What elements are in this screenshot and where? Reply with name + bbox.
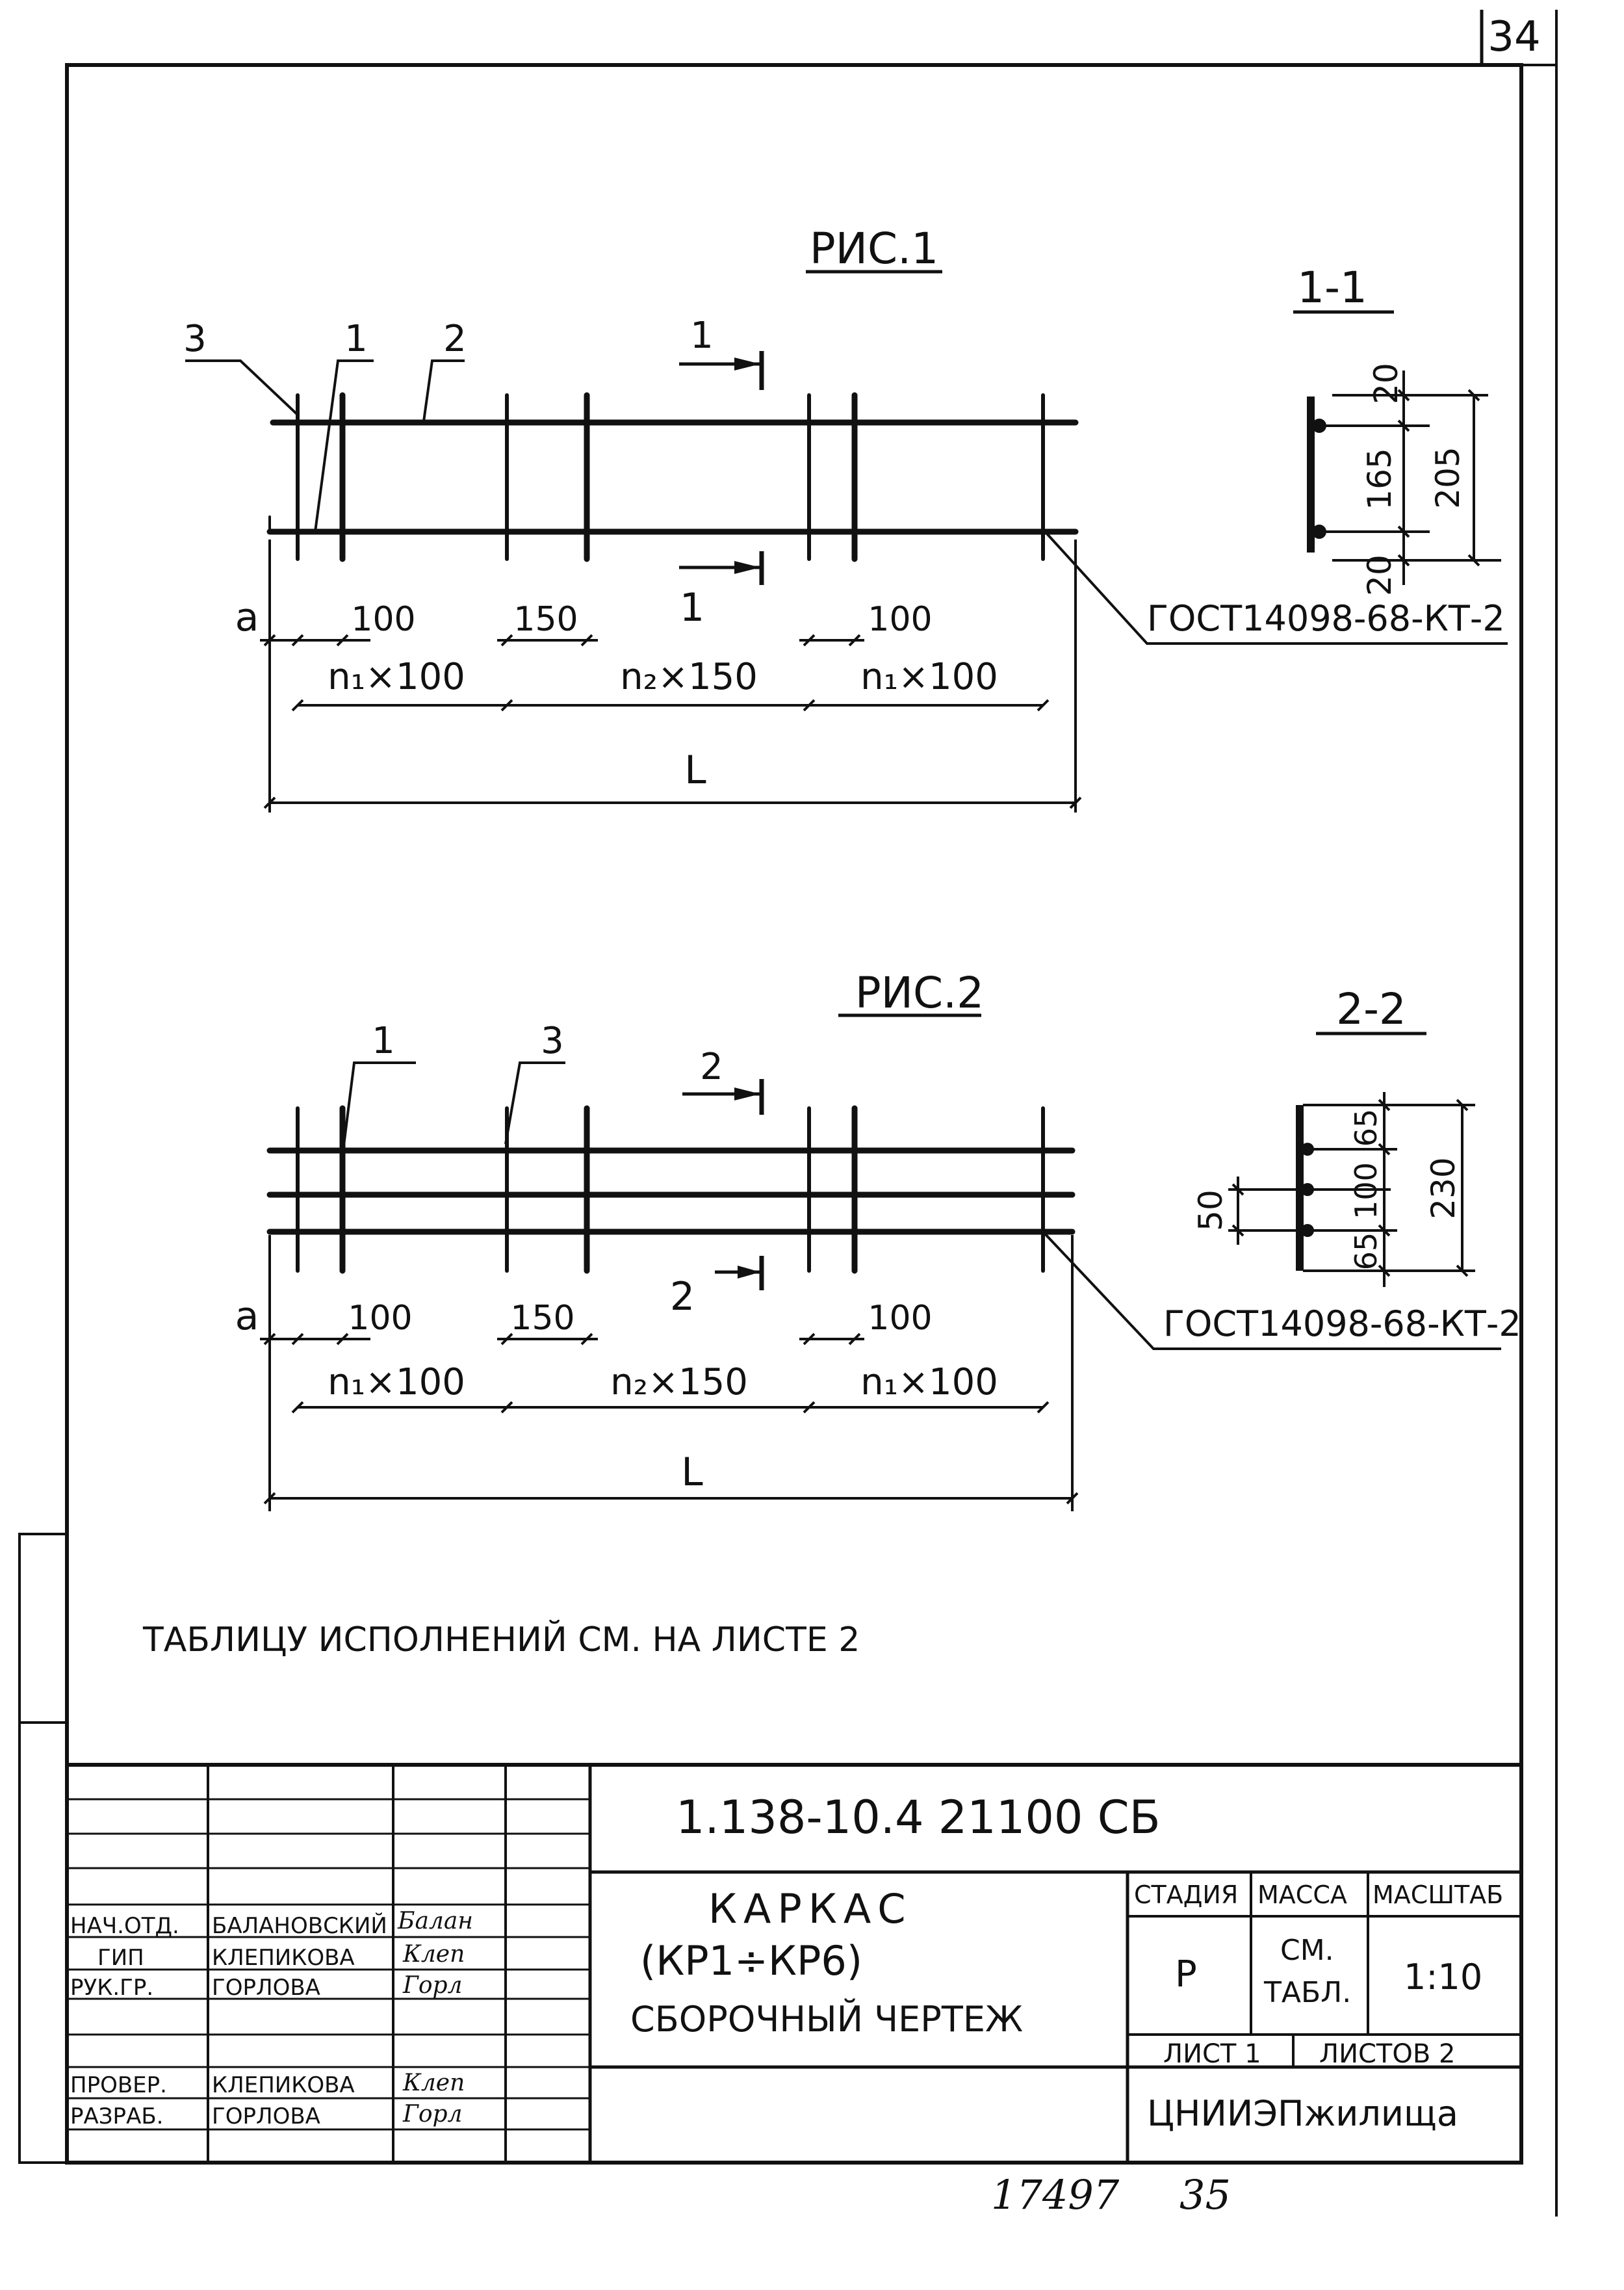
sec1-dim-165: 165 xyxy=(1361,448,1398,510)
total-sheets: ЛИСТОВ 2 xyxy=(1319,2039,1456,2069)
callout-3-fig2: 3 xyxy=(541,1020,564,1062)
organization-name: ЦНИИЭПжилища xyxy=(1147,2093,1458,2134)
dim-n1x100-left: n₁×100 xyxy=(328,656,465,698)
dim-150: 150 xyxy=(513,600,578,639)
gost-leader-2 xyxy=(1042,1230,1501,1350)
signature-head-of-dept: Балан xyxy=(398,1908,474,1934)
section-1-1: 1-1 20 165 20 205 xyxy=(1293,263,1501,596)
gost-label-1: ГОСТ14098-68-КТ-2 xyxy=(1147,598,1505,639)
item-name-line3: СБОРОЧНЫЙ ЧЕРТЕЖ xyxy=(630,1999,1024,2040)
callout-1-fig2: 1 xyxy=(372,1020,395,1062)
title-block-grid xyxy=(67,1763,1521,2163)
gost-label-2: ГОСТ14098-68-КТ-2 xyxy=(1163,1303,1521,1344)
stage-header: СТАДИЯ xyxy=(1134,1880,1239,1909)
dim-n2x150: n₂×150 xyxy=(620,656,758,698)
sec1-dim-205: 205 xyxy=(1429,447,1467,508)
mass-value-line1: СМ. xyxy=(1280,1934,1334,1967)
role-group-lead: РУК.ГР. xyxy=(70,1975,154,2001)
dim-100-right: 100 xyxy=(868,600,932,639)
name-chief-engineer: КЛЕПИКОВА xyxy=(212,1945,355,1971)
note-table-reference: ТАБЛИЦУ ИСПОЛНЕНИЙ СМ. НА ЛИСТЕ 2 xyxy=(142,1620,860,1659)
frame-2-rods xyxy=(266,1105,1076,1274)
section-mark-1-top xyxy=(679,351,764,390)
figure-2-title: РИС.2 xyxy=(855,968,984,1018)
callout-2: 2 xyxy=(443,318,467,360)
section-mark-1-bottom xyxy=(679,551,764,585)
signature-group-lead: Горл xyxy=(403,1972,463,1999)
figure-1: РИС.1 3 1 2 1 xyxy=(183,224,1508,813)
name-developed: ГОРЛОВА xyxy=(212,2103,320,2129)
sec2-dim-230: 230 xyxy=(1424,1157,1462,1219)
sec2-dim-65-top: 65 xyxy=(1348,1109,1384,1147)
role-chief-engineer: ГИП xyxy=(97,1945,144,1971)
dim-n1x100-left-fig2: n₁×100 xyxy=(328,1361,465,1403)
mass-value-line2: ТАБЛ. xyxy=(1264,1976,1352,2009)
name-checked: КЛЕПИКОВА xyxy=(212,2072,355,2098)
scale-header: МАСШТАБ xyxy=(1373,1880,1504,1909)
stage-value: Р xyxy=(1175,1953,1197,1996)
role-checked: ПРОВЕР. xyxy=(70,2072,167,2098)
dim-100-left: 100 xyxy=(351,600,415,639)
sheet-corner-number: 34 xyxy=(1488,13,1540,61)
gost-leader-1 xyxy=(1045,532,1508,645)
dim-n1x100-right-fig2: n₁×100 xyxy=(860,1361,998,1403)
section-mark-2-bottom xyxy=(715,1256,764,1290)
role-head-of-dept: НАЧ.ОТД. xyxy=(70,1913,179,1939)
figure-2-dimensions xyxy=(260,1235,1079,1511)
mass-header: МАССА xyxy=(1257,1880,1347,1909)
inventory-number: 17497 xyxy=(991,2171,1120,2218)
dim-a-fig2: a xyxy=(235,1294,259,1339)
figure-1-leaders xyxy=(185,359,465,532)
section-mark-2-label-bottom: 2 xyxy=(670,1274,695,1320)
sec2-dim-50: 50 xyxy=(1192,1190,1230,1231)
dim-150-fig2: 150 xyxy=(510,1299,574,1338)
dim-L-fig2: L xyxy=(681,1450,703,1495)
sec2-dim-100: 100 xyxy=(1348,1162,1384,1219)
signature-chief-engineer: Клеп xyxy=(403,1941,465,1968)
section-2-2: 2-2 65 100 65 230 50 xyxy=(1192,984,1475,1287)
role-developed: РАЗРАБ. xyxy=(70,2103,164,2129)
callout-3: 3 xyxy=(183,318,207,360)
sheet-number: ЛИСТ 1 xyxy=(1163,2039,1261,2069)
section-mark-1-label-top: 1 xyxy=(690,315,714,357)
section-mark-2-top xyxy=(682,1079,764,1115)
signature-developed: Горл xyxy=(403,2101,463,2127)
callout-1: 1 xyxy=(344,318,368,360)
sec1-dim-20-bottom: 20 xyxy=(1361,554,1398,596)
page-number: 35 xyxy=(1179,2171,1231,2218)
section-2-2-title: 2-2 xyxy=(1336,984,1406,1034)
item-name-line2: (КР1÷КР6) xyxy=(640,1937,863,1984)
sec1-dim-20-top: 20 xyxy=(1367,363,1405,404)
scale-value: 1:10 xyxy=(1404,1957,1483,1997)
dim-n2x150-fig2: n₂×150 xyxy=(610,1361,748,1403)
section-1-1-title: 1-1 xyxy=(1297,263,1367,313)
figure-2-leaders xyxy=(342,1061,565,1151)
name-head-of-dept: БАЛАНОВСКИЙ xyxy=(212,1913,387,1939)
item-name-line1: КАРКАС xyxy=(708,1885,912,1932)
dim-n1x100-right: n₁×100 xyxy=(860,656,998,698)
figure-1-title: РИС.1 xyxy=(810,224,938,274)
name-group-lead: ГОРЛОВА xyxy=(212,1975,320,2001)
dim-a: a xyxy=(235,595,259,640)
dim-100-right-fig2: 100 xyxy=(868,1299,932,1338)
signature-checked: Клеп xyxy=(403,2070,465,2096)
dim-L: L xyxy=(684,748,706,793)
frame-1-rods xyxy=(266,392,1079,562)
section-mark-2-label-top: 2 xyxy=(700,1046,723,1088)
figure-2: РИС.2 1 3 2 xyxy=(235,968,1521,1511)
sheet-frame xyxy=(18,10,1558,2217)
document-code: 1.138-10.4 21100 СБ xyxy=(676,1791,1161,1844)
dim-100-left-fig2: 100 xyxy=(348,1299,412,1338)
sec2-dim-65-bottom: 65 xyxy=(1348,1232,1384,1271)
figure-1-dimensions xyxy=(260,540,1082,813)
section-mark-1-label-bottom: 1 xyxy=(680,585,704,631)
